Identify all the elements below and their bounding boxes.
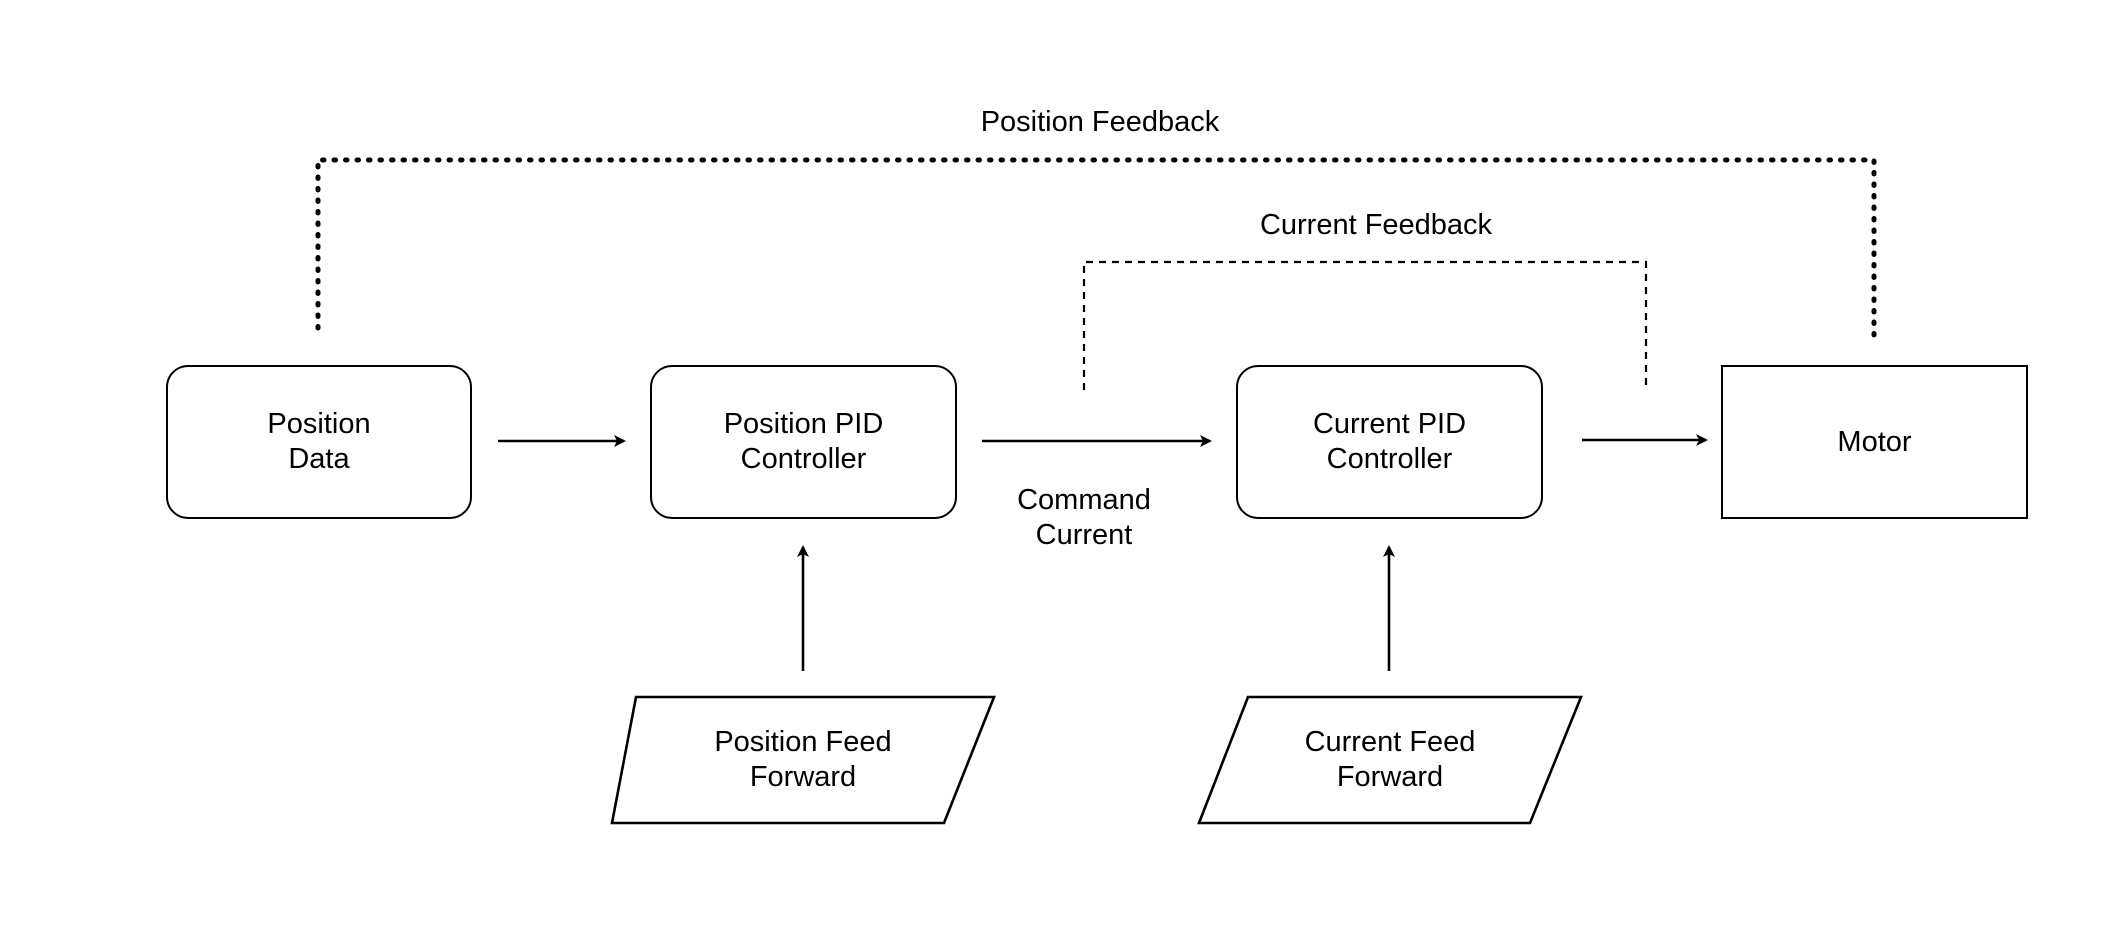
current-feedback-line	[1082, 260, 1648, 390]
current-pid-controller-block: Current PID Controller	[1236, 365, 1543, 519]
current-feed-forward-shape	[1197, 695, 1583, 825]
motor-text: Motor	[1837, 425, 1912, 458]
current-feed-forward-block: Current Feed Forward	[1199, 697, 1581, 823]
current-pid-controller-text: Current PID Controller	[1312, 408, 1467, 475]
position-data-block: Position Data	[166, 365, 472, 519]
position-feedback-line	[315, 157, 1877, 341]
motor-block: Motor	[1721, 365, 2028, 519]
position-pid-controller-text: Position PID Controller	[723, 408, 884, 475]
position-feedback-label: Position Feedback	[980, 106, 1220, 138]
current-feed-forward-text: Current Feed Forward	[1304, 726, 1476, 793]
position-feed-forward-block: Position Feed Forward	[612, 697, 994, 823]
position-data-text: Position Data	[267, 408, 371, 475]
position-feed-forward-text: Position Feed Forward	[714, 726, 892, 793]
position-feed-forward-shape	[610, 695, 996, 825]
current-feedback-label: Current Feedback	[1259, 209, 1493, 241]
command-current-label: Command Current	[1017, 484, 1151, 551]
position-pid-controller-block: Position PID Controller	[650, 365, 957, 519]
